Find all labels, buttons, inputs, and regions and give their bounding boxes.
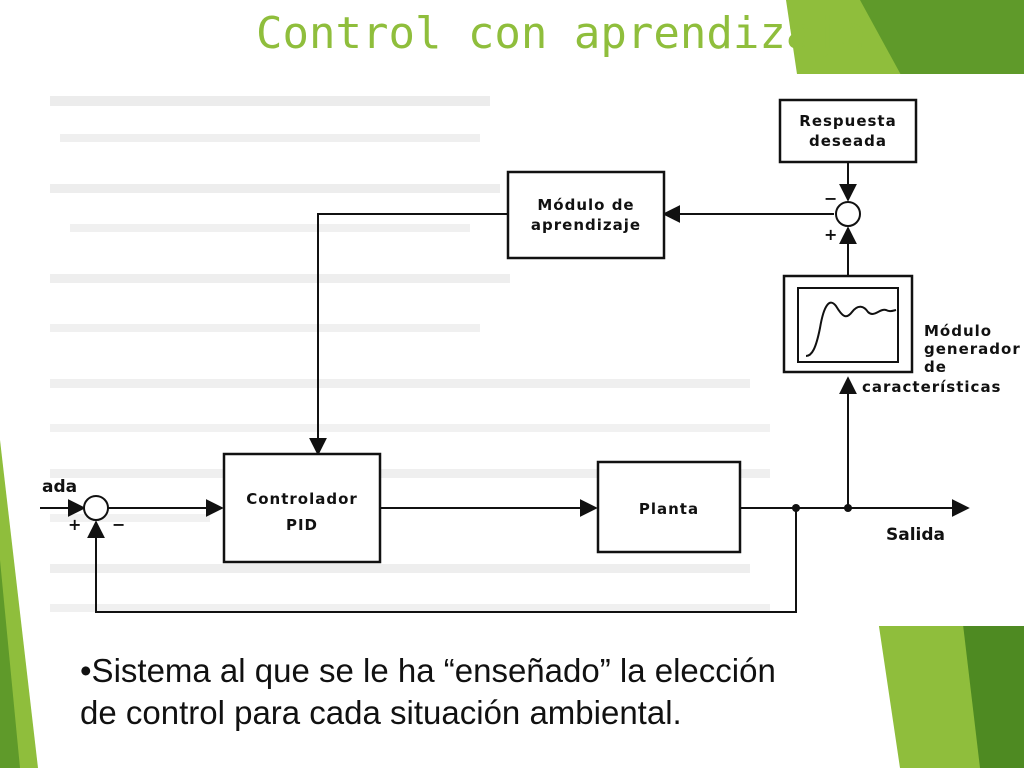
sign-top-minus: − bbox=[824, 189, 837, 208]
signal-lines bbox=[40, 162, 970, 613]
slide-caption: •Sistema al que se le ha “enseñado” la e… bbox=[80, 650, 1000, 734]
label-generador-1: Módulo bbox=[924, 322, 992, 340]
summing-junction-top bbox=[835, 201, 861, 227]
block-controlador-pid bbox=[222, 452, 382, 564]
label-entrada: ada bbox=[42, 477, 77, 497]
junction-feedback bbox=[792, 504, 800, 512]
label-respuesta-1: Respuesta bbox=[799, 112, 896, 130]
block-modulo-aprendizaje bbox=[506, 170, 666, 260]
label-aprendizaje-2: aprendizaje bbox=[531, 216, 641, 234]
label-generador-2: generador bbox=[924, 340, 1021, 358]
diagram-panel: Respuesta deseada Módulo de aprendizaje … bbox=[40, 74, 1024, 626]
caption-line-2: de control para cada situación ambiental… bbox=[80, 694, 682, 731]
deco-triangle-left-dark bbox=[0, 560, 20, 768]
label-respuesta-2: deseada bbox=[809, 132, 887, 150]
line-feedback-loop bbox=[87, 508, 797, 613]
junction-generator bbox=[844, 504, 852, 512]
label-generador-4: características bbox=[862, 378, 1002, 396]
block-modulo-generador bbox=[782, 274, 914, 374]
step-response-plot bbox=[797, 287, 899, 363]
label-salida: Salida bbox=[886, 525, 945, 545]
line-learning-to-controller bbox=[309, 213, 508, 456]
summing-junction-input bbox=[83, 495, 109, 521]
scan-texture bbox=[50, 96, 770, 612]
sign-input-plus: + bbox=[68, 515, 81, 534]
block-planta bbox=[596, 460, 742, 554]
sign-top-plus: + bbox=[824, 225, 837, 244]
slide-title: Control con aprendizaje bbox=[256, 8, 866, 59]
block-diagram: Respuesta deseada Módulo de aprendizaje … bbox=[40, 96, 1021, 613]
caption-line-1: •Sistema al que se le ha “enseñado” la e… bbox=[80, 652, 776, 689]
block-respuesta-deseada bbox=[778, 98, 918, 164]
label-aprendizaje-1: Módulo de bbox=[537, 196, 634, 214]
label-generador-3: de bbox=[924, 358, 947, 376]
label-controlador-1: Controlador bbox=[246, 490, 358, 508]
label-controlador-2: PID bbox=[286, 516, 318, 534]
label-planta: Planta bbox=[639, 500, 699, 518]
sign-input-minus: − bbox=[112, 515, 125, 534]
